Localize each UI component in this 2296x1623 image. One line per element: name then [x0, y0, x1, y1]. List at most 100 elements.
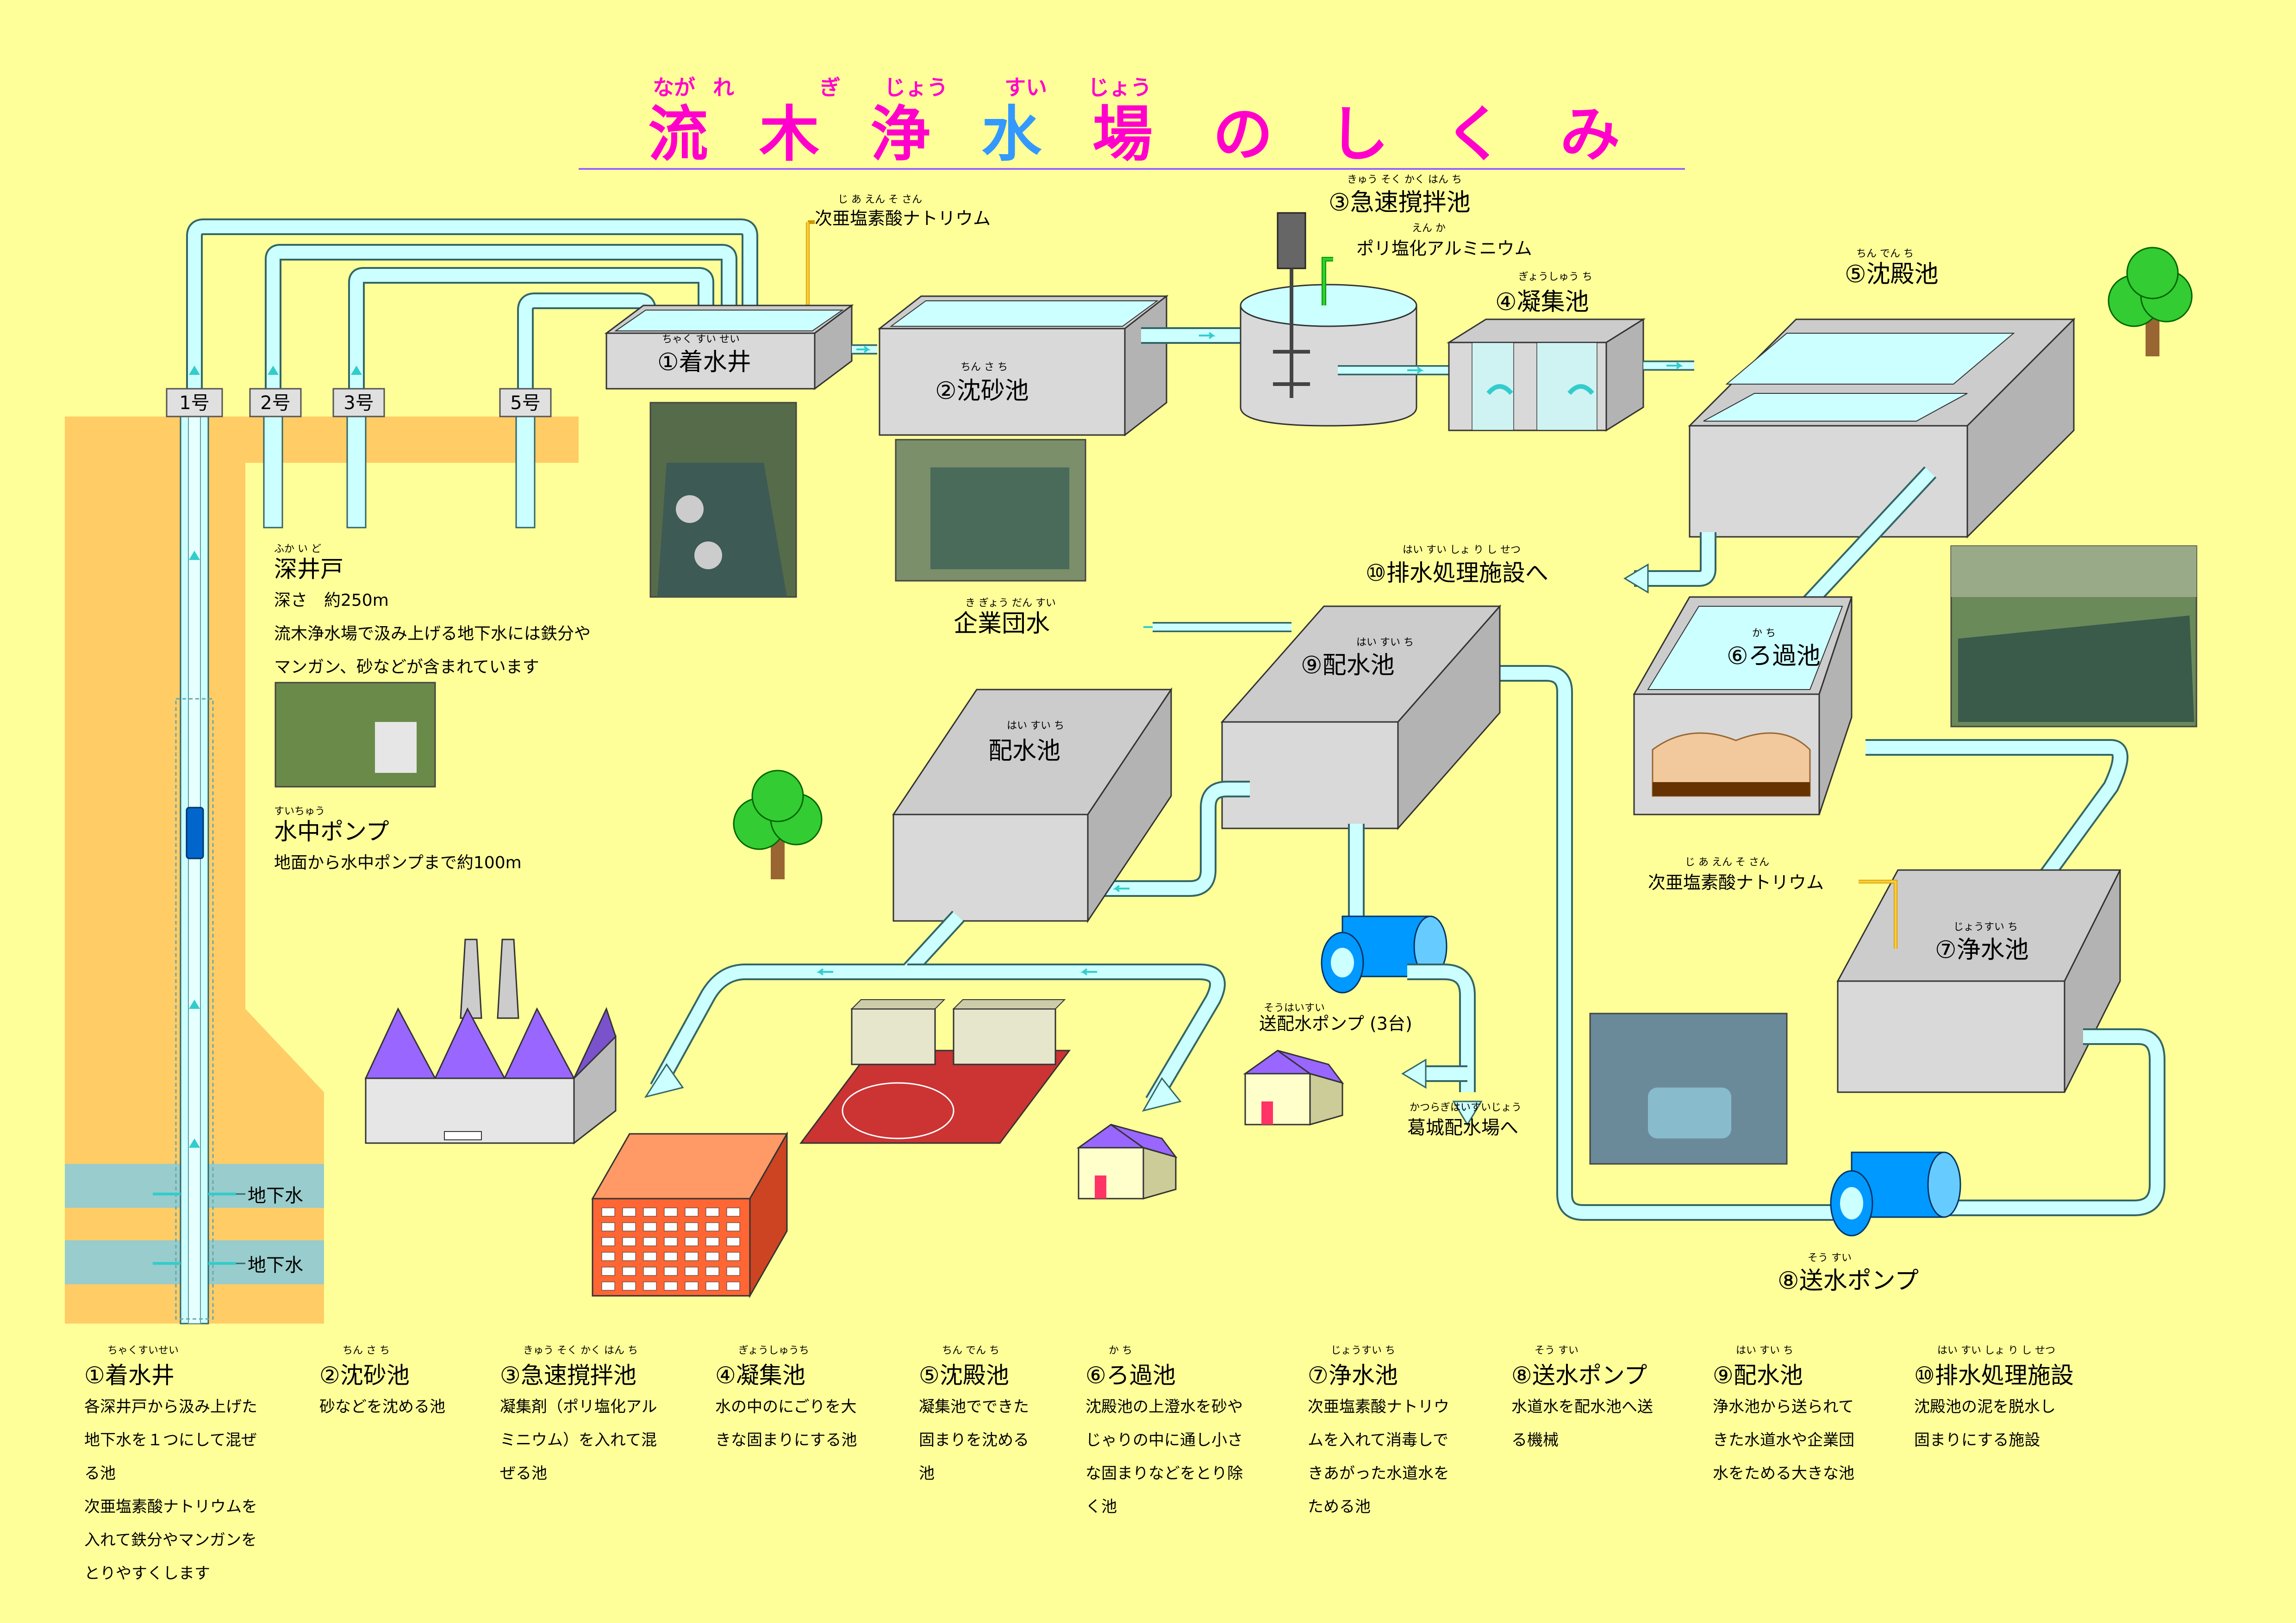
legend-text: 凝集剤（ポリ塩化アル — [500, 1398, 657, 1416]
legend-ruby: きゅう そく かく はん ち — [523, 1345, 638, 1356]
haisui2-label: 配水池 — [988, 737, 1061, 765]
legend-text: 水の中のにごりを大 — [715, 1398, 857, 1416]
legend-heading: ⑦浄水池 — [1308, 1362, 1398, 1389]
well-2-shaft — [263, 402, 283, 529]
legend-text: る機械 — [1511, 1431, 1559, 1449]
raw-water-pipes: 1号 2号 3号 5号 — [166, 218, 815, 417]
svg-text:じょうすい ち: じょうすい ち — [1953, 921, 2018, 933]
tree-icon — [733, 770, 823, 879]
pump-info: すいちゅう 水中ポンプ 地面から水中ポンプまで約100m — [274, 803, 522, 880]
legend-text: ムを入れて消毒しで — [1308, 1431, 1448, 1449]
well-5-shaft — [515, 402, 536, 529]
groundwater-label-1: 地下水 — [248, 1185, 303, 1206]
well-1-label: 1号 — [179, 392, 209, 414]
legend-text: きな固まりにする池 — [715, 1431, 857, 1449]
title-ruby-5: すい — [1004, 75, 1047, 100]
haisui2-tank: はい すい ち 配水池 — [892, 687, 1173, 923]
school-icon — [799, 999, 1071, 1144]
legend-text: 各深井戸から汲み上げた — [84, 1398, 257, 1416]
house-icon — [1243, 1050, 1344, 1126]
well-desc-2: マンガン、砂などが含まれています — [274, 658, 539, 677]
mixer-motor-icon — [1277, 212, 1306, 269]
svg-text:じ あ えん そ さん: じ あ えん そ さん — [1685, 857, 1769, 868]
title-char: く — [1444, 99, 1504, 169]
naoc2-label: 次亜塩素酸ナトリウム — [1648, 872, 1824, 893]
well-5-head — [499, 388, 552, 417]
legend-text: 池 — [919, 1464, 935, 1483]
svg-text:そうはいすい: そうはいすい — [1264, 1002, 1325, 1014]
chinden-tank: ちん でん ち ⑤沈殿池 — [1688, 248, 2076, 539]
pump-heading: 水中ポンプ — [274, 818, 389, 845]
well-3-head — [332, 388, 385, 417]
svg-text:ちゃく すい せい: ちゃく すい せい — [662, 334, 740, 345]
legend-text: ぜる池 — [500, 1464, 547, 1483]
legend-heading: ⑨配水池 — [1713, 1362, 1803, 1389]
svg-text:か ち: か ち — [1752, 628, 1776, 639]
well-info: ふか い ど 深井戸 深さ 約250m 流木浄水場で汲み上げる地下水には鉄分や … — [274, 541, 591, 684]
well-2-head — [249, 388, 302, 417]
submersible-pump-icon — [186, 807, 204, 859]
kyusoku-tank: きゅう そく かく はん ち ③急速撹拌池 えん か ポリ塩化アルミニウム — [1240, 174, 1532, 427]
sohai-pump-icon: そうはいすい 送配水ポンプ (3台) — [1259, 915, 1447, 1034]
legend-text: ミニウム）を入れて混 — [500, 1431, 657, 1449]
legend-text: とりやすくします — [84, 1564, 210, 1583]
roka-tank: か ち ⑥ろ過池 — [1633, 596, 1853, 815]
page-title: なが れ ぎ じょう すい じょう 流木浄水場のしくみ — [579, 75, 1685, 170]
apartment-icon — [591, 1131, 788, 1299]
title-char: 木 — [759, 99, 819, 169]
title-char: 水 — [981, 99, 1042, 169]
svg-text:かつらぎはいすいじょう: かつらぎはいすいじょう — [1410, 1102, 1522, 1113]
legend-ruby: じょうすい ち — [1331, 1345, 1395, 1356]
legend-text: 入れて鉄分やマンガンを — [84, 1531, 257, 1549]
well-5-label: 5号 — [510, 392, 540, 414]
legend-heading: ⑩排水処理施設 — [1914, 1362, 2074, 1389]
legend-text: る池 — [84, 1464, 116, 1483]
legend-heading: ⑧送水ポンプ — [1511, 1362, 1647, 1389]
svg-text:えん か: えん か — [1412, 223, 1446, 234]
legend-text: ためる池 — [1308, 1498, 1371, 1516]
photo-well — [275, 682, 436, 788]
title-char: 浄 — [870, 99, 930, 169]
legend-heading: ④凝集池 — [715, 1362, 805, 1389]
well-3-label: 3号 — [343, 392, 374, 414]
chakusui-tank: ちゃく すい せい ①着水井 — [604, 304, 854, 390]
legend-text: 砂などを沈める池 — [319, 1398, 445, 1416]
legend-text: 凝集池でできた — [919, 1398, 1029, 1416]
well-depth: 深さ 約250m — [274, 591, 389, 610]
title-char: し — [1329, 99, 1389, 169]
katsuragi-label: 葛城配水場へ — [1407, 1117, 1518, 1138]
svg-text:そう すい: そう すい — [1808, 1252, 1852, 1264]
chinden-label: ⑤沈殿池 — [1845, 261, 1939, 288]
svg-text:はい すい ち: はい すい ち — [1007, 720, 1064, 732]
chakusui-label: ①着水井 — [657, 348, 751, 376]
legend-text: きあがった水道水を — [1308, 1464, 1449, 1483]
title-ruby-2: れ — [713, 75, 734, 100]
josui-tank: じょうすい ち ⑦浄水池 じ あ えん そ さん 次亜塩素酸ナトリウム — [1648, 857, 2121, 1093]
tree-icon — [2108, 247, 2193, 356]
pac-label: ポリ塩化アルミニウム — [1356, 238, 1532, 259]
legend-text: 沈殿池の泥を脱水し — [1914, 1398, 2056, 1416]
photo-roka — [1950, 545, 2197, 728]
legend-ruby: はい すい ち — [1736, 1345, 1793, 1356]
kyusoku-label: ③急速撹拌池 — [1329, 189, 1471, 217]
pump-desc: 地面から水中ポンプまで約100m — [274, 853, 522, 872]
svg-text:じ あ えん そ さん: じ あ えん そ さん — [838, 194, 922, 205]
svg-text:はい すい しょ り し せつ: はい すい しょ り し せつ — [1403, 544, 1521, 556]
title-ruby-3: ぎ — [819, 75, 841, 100]
josui-label: ⑦浄水池 — [1935, 936, 2029, 964]
legend-heading: ①着水井 — [84, 1362, 175, 1389]
well-2-label: 2号 — [260, 392, 290, 414]
legend-text: 水道水を配水池へ送 — [1511, 1398, 1653, 1416]
legend-text: 次亜塩素酸ナトリウ — [1308, 1398, 1449, 1416]
title-char: の — [1213, 99, 1273, 169]
legend-text: 固まりを沈める — [919, 1431, 1029, 1449]
photo-chakusui — [649, 402, 797, 598]
legend-text: 次亜塩素酸ナトリウムを — [84, 1498, 257, 1516]
roka-label: ⑥ろ過池 — [1727, 642, 1821, 670]
